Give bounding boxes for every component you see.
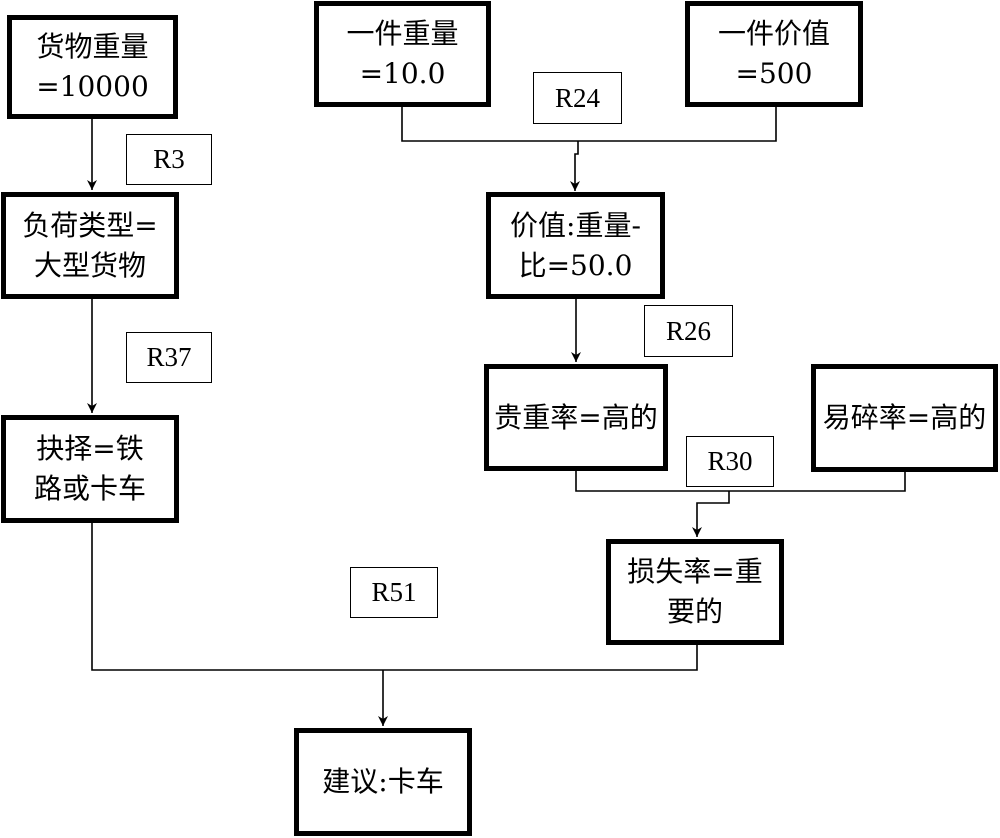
node-text: =10.0: [359, 57, 446, 90]
node-text: 负荷类型=: [22, 208, 158, 242]
node-text: 损失率=重: [627, 555, 763, 588]
node-text: 路或卡车: [33, 472, 146, 505]
rule-label-r37: R37: [126, 332, 212, 383]
node-loss-rate: 损失率=重要的: [606, 539, 784, 645]
node-recommendation: 建议:卡车: [294, 728, 472, 836]
node-text: 一件重量: [346, 17, 459, 50]
node-text: 一件价值: [717, 17, 830, 50]
node-load-type: 负荷类型= 大型货物: [1, 192, 179, 299]
rule-label-r3: R3: [126, 134, 212, 185]
rule-label-r24: R24: [533, 72, 622, 124]
connector-loss: [383, 645, 698, 671]
node-fragility: 易碎率=高的: [811, 364, 998, 472]
node-choice: 抉择=铁路或卡车: [1, 415, 179, 523]
rule-label-r30: R30: [686, 436, 774, 487]
connector-choice: [91, 523, 383, 671]
node-text: 贵重率=高的: [494, 400, 658, 434]
node-text: 易碎率=高的: [822, 401, 987, 434]
node-text: 要的: [666, 595, 723, 628]
node-value-weight-ratio: 价值:重量- 比=50.0: [486, 192, 665, 299]
rule-label-r26: R26: [644, 305, 733, 357]
node-text: =10000: [36, 70, 149, 103]
connector-unit-weight: [401, 107, 578, 142]
connector-precious: [575, 471, 729, 492]
arrow-to-ratio: [570, 141, 580, 191]
node-cargo-weight: 货物重量 =10000: [7, 15, 178, 119]
node-unit-weight: 一件重量 =10.0: [314, 1, 491, 107]
arrow-to-loss: [692, 491, 730, 537]
node-preciousness: 贵重率=高的: [484, 364, 668, 471]
connector-fragility: [729, 472, 906, 492]
node-text: 价值:重量-: [510, 208, 641, 242]
node-text: 比=50.0: [518, 248, 633, 282]
node-text: 大型货物: [33, 248, 146, 282]
node-text: 抉择=铁: [36, 432, 144, 465]
node-unit-value: 一件价值 =500: [685, 1, 863, 107]
connector-unit-value: [578, 107, 777, 142]
rule-label-r51: R51: [350, 567, 438, 618]
node-text: =500: [735, 57, 813, 90]
node-text: 建议:卡车: [322, 765, 444, 798]
node-text: 货物重量: [36, 30, 149, 63]
